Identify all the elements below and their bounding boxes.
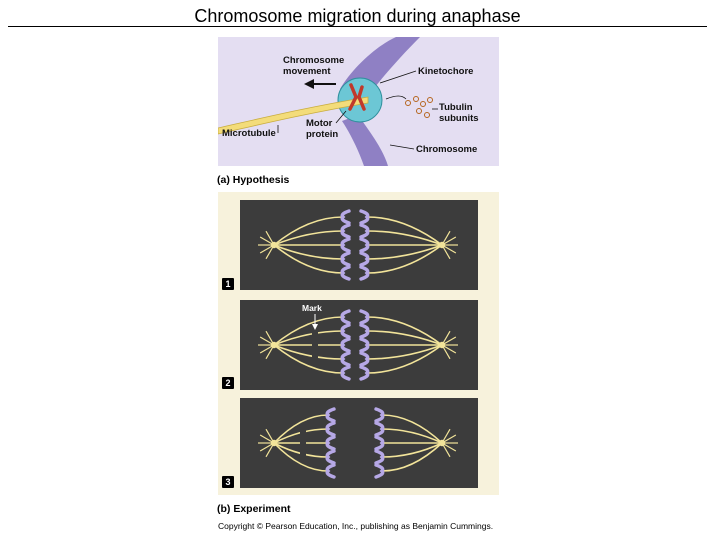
chromatid-right bbox=[359, 351, 370, 367]
chromatid-right bbox=[374, 435, 385, 451]
microtubule-shape bbox=[218, 96, 369, 135]
label-chromosome: Chromosome bbox=[416, 144, 477, 155]
mark-band bbox=[312, 332, 318, 362]
caption-experiment: (b) Experiment bbox=[217, 503, 291, 515]
chromatid-left bbox=[340, 337, 351, 353]
chromatid-right bbox=[359, 223, 370, 239]
stage-3-image bbox=[240, 398, 478, 488]
motor-protein-shape bbox=[348, 83, 366, 111]
centrosome bbox=[270, 439, 278, 447]
chromatid-left bbox=[325, 435, 336, 451]
chromatid-right bbox=[359, 251, 370, 267]
chromatid-right bbox=[359, 323, 370, 339]
label-microtubule: Microtubule bbox=[222, 128, 276, 139]
mark-band bbox=[300, 428, 306, 460]
label-motor-protein-line1: Motor bbox=[306, 118, 333, 129]
centrosome bbox=[438, 439, 446, 447]
chromatid-left bbox=[325, 421, 336, 437]
chromatid-right bbox=[359, 365, 370, 381]
chromatid-left bbox=[340, 223, 351, 239]
chromatid-right bbox=[374, 421, 385, 437]
chromatid-left bbox=[340, 265, 351, 281]
copyright-notice: Copyright © Pearson Education, Inc., pub… bbox=[218, 521, 494, 531]
chromatid-right bbox=[359, 237, 370, 253]
label-chromosome-movement-line2: movement bbox=[283, 66, 331, 77]
stage-1-number: 1 bbox=[222, 278, 234, 290]
chromatid-left bbox=[325, 449, 336, 465]
label-tubulin-line1: Tubulin bbox=[439, 102, 473, 113]
stage-1-image bbox=[240, 200, 478, 290]
hypothesis-diagram: Chromosome movement Kinetochore Tubulin … bbox=[218, 37, 499, 166]
chromatid-left bbox=[340, 323, 351, 339]
chromatid-right bbox=[374, 407, 385, 423]
centrosome bbox=[438, 341, 446, 349]
chromosome-lower-arm bbox=[342, 115, 388, 166]
label-motor-protein-line2: protein bbox=[306, 129, 338, 140]
chromatid-left bbox=[340, 237, 351, 253]
label-chromosome-movement-line1: Chromosome bbox=[283, 55, 344, 66]
chromatid-left bbox=[340, 251, 351, 267]
chromatid-left bbox=[340, 209, 351, 225]
chromatid-left bbox=[340, 365, 351, 381]
chromatid-left bbox=[325, 463, 336, 479]
chromatid-right bbox=[374, 449, 385, 465]
caption-hypothesis: (a) Hypothesis bbox=[217, 174, 290, 186]
label-tubulin-line2: subunits bbox=[439, 113, 479, 124]
chromatid-right bbox=[359, 337, 370, 353]
chromatid-left bbox=[340, 351, 351, 367]
spindle-fibers bbox=[258, 316, 458, 374]
stage-2-image: Mark bbox=[240, 300, 478, 390]
centrosome bbox=[270, 241, 278, 249]
chromatid-right bbox=[359, 309, 370, 325]
spindle-fibers bbox=[258, 216, 458, 274]
label-kinetochore: Kinetochore bbox=[418, 66, 473, 77]
chromatid-right bbox=[374, 463, 385, 479]
centrosome bbox=[438, 241, 446, 249]
label-mark: Mark bbox=[302, 303, 322, 313]
stage-2-number: 2 bbox=[222, 377, 234, 389]
spindle-fibers bbox=[258, 414, 458, 472]
chromatid-left bbox=[340, 309, 351, 325]
chromatid-right bbox=[359, 209, 370, 225]
stage-3-number: 3 bbox=[222, 476, 234, 488]
centrosome bbox=[270, 341, 278, 349]
chromatid-right bbox=[359, 265, 370, 281]
chromatid-left bbox=[325, 407, 336, 423]
slide-title: Chromosome migration during anaphase bbox=[8, 6, 707, 27]
